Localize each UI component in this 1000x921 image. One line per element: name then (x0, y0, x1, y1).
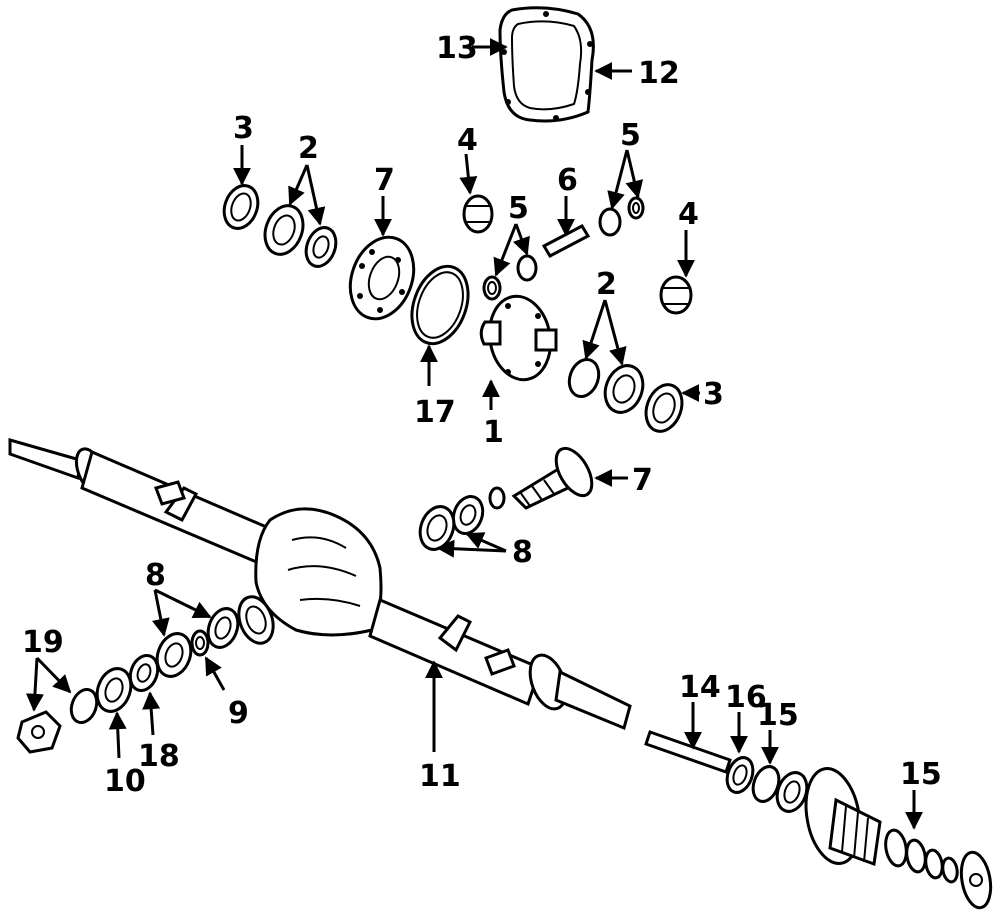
callout-2: 2 (596, 267, 617, 302)
side-gear-upper (462, 194, 494, 234)
washer-18 (128, 654, 160, 692)
callout-13: 13 (436, 31, 478, 66)
wheel-hub (804, 767, 882, 867)
callout-5: 5 (508, 191, 529, 226)
callout-19: 19 (22, 625, 64, 660)
pinion-bearing-outer-8 (155, 632, 193, 678)
callout-3: 3 (233, 111, 254, 146)
spacer-9 (190, 629, 210, 657)
pinion-seal-inner (206, 607, 240, 649)
callout-4: 4 (678, 197, 699, 232)
pinion-bearing-outer (418, 505, 456, 551)
callout-5: 5 (620, 118, 641, 153)
callout-6: 6 (557, 163, 578, 198)
callout-15: 15 (900, 757, 942, 792)
bearing-race-right (603, 364, 645, 414)
bearing-cup-left (222, 184, 260, 230)
callout-7: 7 (632, 463, 653, 498)
pinion-gear-right (598, 207, 622, 237)
callout-2: 2 (298, 131, 319, 166)
seal-19 (69, 688, 99, 724)
callout-18: 18 (138, 739, 180, 774)
callout-11: 11 (419, 759, 461, 794)
callout-1: 1 (483, 415, 504, 450)
bearing-cone-left (304, 226, 338, 268)
pinion-gear-left (516, 254, 538, 282)
differential-case (479, 294, 558, 382)
callout-12: 12 (638, 56, 680, 91)
callout-9: 9 (228, 696, 249, 731)
bearing-race-left (263, 204, 305, 256)
drive-pinion (511, 446, 594, 510)
axle-housing (8, 438, 632, 731)
callout-17: 17 (414, 395, 456, 430)
bearing-16 (725, 756, 755, 794)
bearing-cone-right (567, 358, 601, 398)
thrust-washer-left (482, 275, 502, 301)
thrust-washer-right (627, 196, 645, 220)
pinion-bearing-inner (451, 495, 485, 535)
callout-10: 10 (104, 764, 146, 799)
callout-15: 15 (757, 698, 799, 733)
cover-gasket (498, 6, 595, 123)
callout-3: 3 (703, 377, 724, 412)
callout-8: 8 (512, 535, 533, 570)
pinion-seal-10 (95, 667, 133, 713)
callout-labels: 13 12 3 2 7 4 5 6 5 4 2 3 17 1 7 8 8 19 … (22, 31, 942, 799)
axle-shaft (644, 730, 732, 774)
shim-ring (410, 264, 470, 346)
yoke-flange (16, 710, 62, 754)
callout-4: 4 (457, 123, 478, 158)
bearing-cup-right (644, 383, 684, 433)
side-gear-lower (659, 275, 693, 315)
callout-16: 16 (725, 680, 767, 715)
pinion-bearing-washer (488, 486, 506, 510)
callout-14: 14 (679, 670, 721, 705)
hub-bearings-15 (884, 828, 993, 910)
leader-lines (25, 38, 923, 830)
callout-7: 7 (374, 163, 395, 198)
callout-8: 8 (145, 558, 166, 593)
ring-gear (348, 235, 416, 321)
